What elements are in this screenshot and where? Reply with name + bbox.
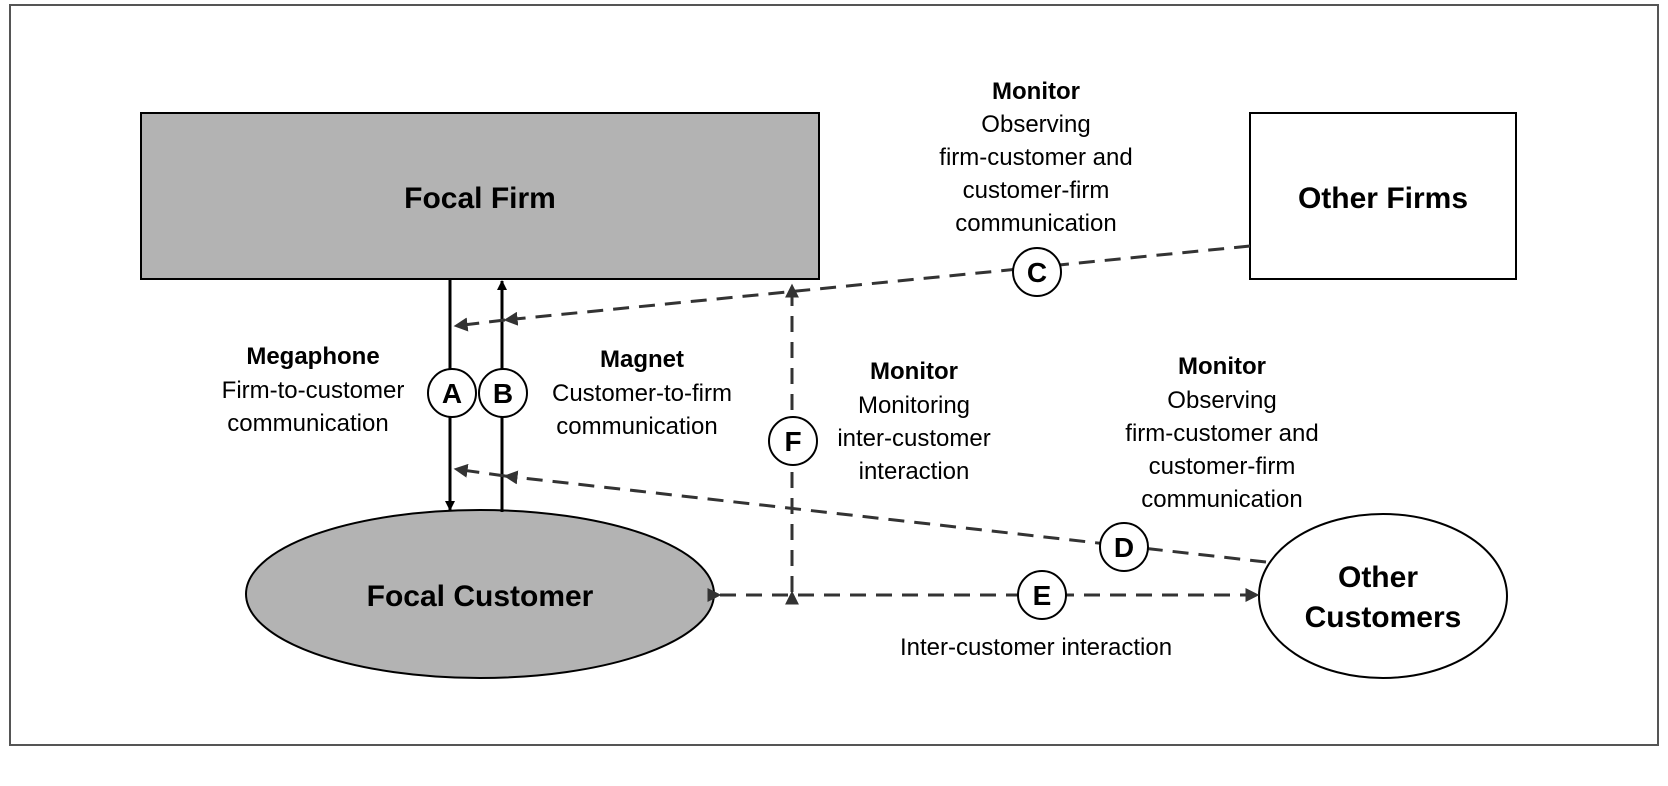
monitor-d-label: Monitor Observing firm-customer and cust…: [1125, 353, 1318, 513]
svg-text:A: A: [442, 378, 462, 409]
megaphone-label: Megaphone Firm-to-customer communication: [222, 343, 405, 437]
inter-customer-label: Inter-customer interaction: [900, 634, 1172, 661]
svg-text:D: D: [1114, 532, 1134, 563]
badge-b: B: [478, 368, 528, 418]
svg-text:E: E: [1033, 580, 1052, 611]
svg-text:F: F: [784, 426, 801, 457]
svg-text:Monitor: Monitor: [870, 358, 958, 385]
svg-text:Firm-to-customer: Firm-to-customer: [222, 377, 405, 404]
svg-text:customer-firm: customer-firm: [963, 177, 1110, 204]
other-customers-label-line2: Customers: [1305, 601, 1462, 634]
svg-text:C: C: [1027, 257, 1047, 288]
other-customers-label-line1: Other: [1338, 561, 1418, 594]
svg-text:firm-customer and: firm-customer and: [1125, 420, 1318, 447]
magnet-label: Magnet Customer-to-firm communication: [552, 346, 732, 440]
badge-a: A: [427, 368, 477, 418]
monitor-f-label: Monitor Monitoring inter-customer intera…: [837, 358, 990, 485]
svg-text:Observing: Observing: [981, 111, 1090, 138]
svg-text:inter-customer: inter-customer: [837, 425, 990, 452]
monitor-d-line: [503, 470, 1267, 564]
svg-text:customer-firm: customer-firm: [1149, 453, 1296, 480]
diagram-frame: [9, 4, 1659, 746]
svg-text:Observing: Observing: [1167, 387, 1276, 414]
monitor-c-line: [503, 244, 1251, 326]
svg-text:Customer-to-firm: Customer-to-firm: [552, 380, 732, 407]
svg-text:communication: communication: [556, 413, 717, 440]
svg-text:B: B: [493, 378, 513, 409]
monitor-c-label: Monitor Observing firm-customer and cust…: [939, 78, 1132, 237]
svg-text:communication: communication: [955, 210, 1116, 237]
focal-firm-label: Focal Firm: [404, 182, 556, 215]
svg-text:communication: communication: [1141, 486, 1302, 513]
other-customers-ellipse: [1258, 513, 1508, 679]
svg-text:communication: communication: [227, 410, 388, 437]
focal-customer-label: Focal Customer: [367, 580, 594, 613]
svg-text:firm-customer and: firm-customer and: [939, 144, 1132, 171]
svg-text:Magnet: Magnet: [600, 346, 684, 373]
svg-text:Monitoring: Monitoring: [858, 392, 970, 419]
monitor-d-arrow-a: [453, 463, 506, 478]
svg-text:Megaphone: Megaphone: [246, 343, 379, 370]
badge-c: C: [1012, 247, 1062, 297]
other-firms-label: Other Firms: [1298, 182, 1468, 215]
svg-text:Monitor: Monitor: [1178, 353, 1266, 380]
svg-text:interaction: interaction: [859, 458, 970, 485]
badge-d: D: [1099, 522, 1149, 572]
badge-f: F: [768, 416, 818, 466]
badge-e: E: [1017, 570, 1067, 620]
monitor-c-arrow-a: [453, 317, 506, 332]
svg-text:Monitor: Monitor: [992, 78, 1080, 105]
other-firms-box: [1249, 112, 1517, 280]
focal-firm-box: [140, 112, 820, 280]
